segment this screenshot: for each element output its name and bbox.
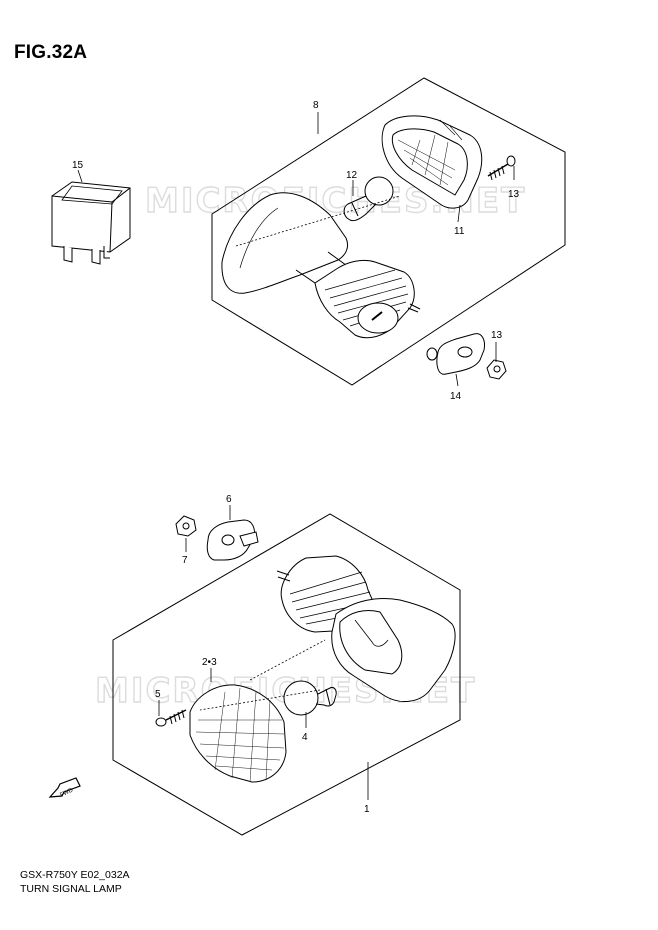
callout-11: 12	[346, 170, 358, 181]
lower-bulb	[283, 680, 337, 716]
callout-9: 11	[454, 226, 465, 237]
callout-4: 4	[302, 732, 308, 743]
callout-labels: 8 15 12 11 13 14 13 6 7 2•3 5 4 1 FWD	[59, 100, 519, 815]
callout-1: 1	[364, 804, 370, 815]
lower-assembly-frame	[112, 513, 461, 836]
callout-14: 13	[491, 330, 503, 341]
lower-nut	[175, 515, 197, 537]
callout-5: 5	[155, 689, 161, 700]
figure-title: FIG.32A	[14, 42, 88, 63]
leader-lines	[77, 112, 515, 800]
upper-screw	[487, 155, 516, 181]
upper-lens	[381, 115, 483, 209]
upper-nut	[486, 359, 507, 380]
callout-2-3: 2•3	[202, 657, 217, 668]
callout-15: 15	[72, 160, 84, 171]
lower-screw	[155, 709, 187, 727]
upper-bulb	[343, 176, 394, 222]
lower-lamp-housing	[276, 555, 456, 702]
fwd-label: FWD	[59, 787, 75, 798]
figure-code: GSX-R750Y E02_032A	[20, 869, 130, 881]
callout-6: 6	[226, 494, 232, 505]
callout-8: 8	[313, 100, 319, 111]
upper-mount-plate	[426, 333, 485, 375]
figure-name: TURN SIGNAL LAMP	[20, 883, 122, 895]
callout-13: 14	[450, 391, 462, 402]
callout-7: 7	[182, 555, 188, 566]
relay-part	[51, 181, 131, 265]
lower-mount-plate	[206, 519, 259, 561]
upper-assembly-frame	[211, 77, 566, 386]
lower-lens	[189, 684, 287, 783]
upper-lamp-housing	[221, 192, 421, 339]
callout-12: 13	[508, 189, 520, 200]
forward-arrow-icon	[48, 777, 81, 798]
